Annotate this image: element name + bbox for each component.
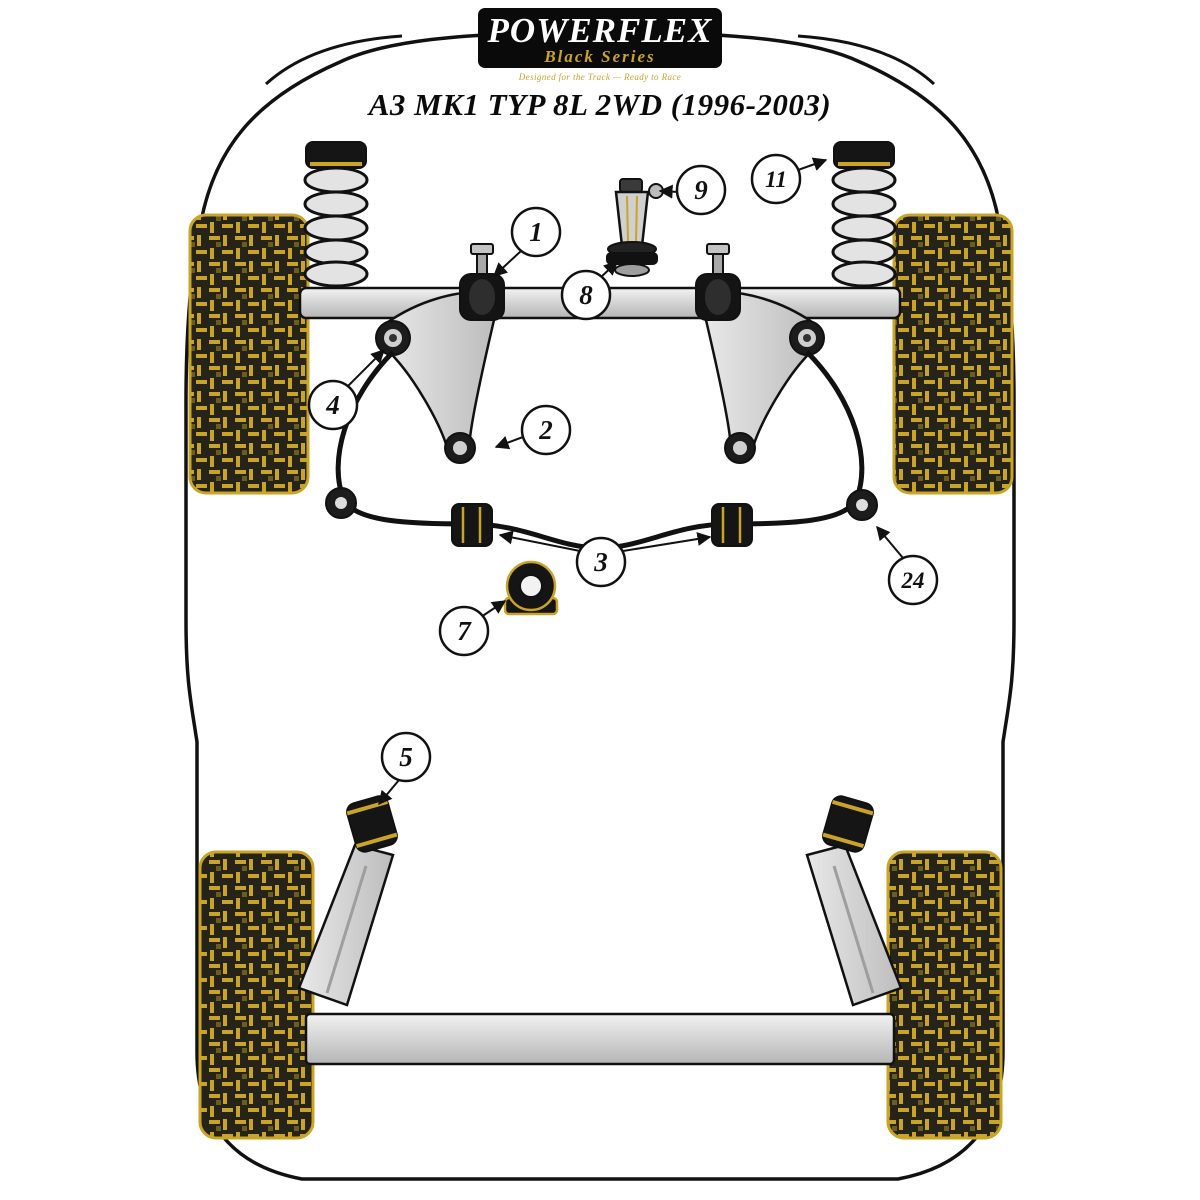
rack-clamp-bore [519, 574, 543, 598]
arrow-2 [494, 436, 524, 450]
arrow-1 [492, 250, 522, 277]
front-right-arm-front-bushing [695, 243, 741, 321]
spring-coil [831, 238, 897, 266]
trailing-arm [297, 843, 395, 1007]
logo-background [478, 8, 722, 68]
arb-left-link-bushing-inner [335, 497, 347, 509]
front-right-fender-line [797, 34, 936, 86]
rear-left-tire [198, 850, 315, 1140]
callout-3: 3 [575, 536, 627, 588]
rear-left-trailing-arm [297, 795, 398, 1007]
spring-coil [303, 260, 369, 288]
trailing-arm [805, 843, 903, 1007]
spring-coil [831, 214, 897, 242]
right-top-mount-bushing [833, 141, 895, 169]
arb-right-clamp-bushing [711, 503, 753, 547]
bushing-nut [470, 243, 494, 255]
arm-front-bushing-core [705, 279, 731, 315]
callout-11-label: 11 [765, 167, 787, 192]
front-right-tire [892, 213, 1014, 495]
spring-coil [303, 214, 369, 242]
front-right-spring [831, 141, 897, 288]
spring-coil [831, 166, 897, 194]
arrow-7 [480, 600, 507, 618]
bushing-nut [706, 243, 730, 255]
front-left-fender-line [264, 34, 403, 86]
front-left-arm-front-bushing [459, 243, 505, 321]
mount-top-cap [619, 178, 643, 193]
callout-7: 7 [438, 605, 490, 657]
rear-right-trailing-arm [805, 795, 903, 1007]
callout-3-label: 3 [593, 547, 608, 577]
callout-9-label: 9 [694, 175, 708, 205]
callout-5: 5 [380, 731, 432, 783]
logo-tagline-text: Designed for the Track — Ready to Race [518, 72, 681, 82]
powerflex-logo: POWERFLEX Black Series Designed for the … [478, 8, 722, 82]
callout-7-label: 7 [457, 616, 472, 646]
arrow-4 [346, 349, 385, 388]
callout-4: 4 [307, 379, 359, 431]
callout-24-label: 24 [901, 568, 925, 593]
mount-gold-stripe [626, 195, 629, 243]
callout-1-label: 1 [529, 217, 543, 247]
callout-11: 11 [750, 153, 802, 205]
spring-coil [303, 166, 369, 194]
logo-series-text: Black Series [543, 47, 655, 66]
rear-right-arm-bushing [822, 795, 874, 853]
callout-4-label: 4 [325, 390, 340, 420]
mount-base-bushing [606, 252, 658, 265]
arrow-24 [876, 525, 904, 559]
arm-front-bushing-core [469, 279, 495, 315]
spring-coil [303, 190, 369, 218]
arrow-5 [378, 779, 400, 806]
front-left-tire [188, 213, 310, 495]
left-top-mount-gold-line [310, 162, 362, 166]
mount-gold-stripe [635, 195, 638, 243]
rear-right-tire [886, 850, 1003, 1140]
front-left-wishbone [375, 290, 497, 464]
spring-coil [831, 190, 897, 218]
callout-arrows [346, 157, 904, 806]
callout-8: 8 [560, 269, 612, 321]
callout-9: 9 [675, 164, 727, 216]
callout-2-label: 2 [538, 415, 553, 445]
steering-rack-bushing [503, 560, 559, 616]
spring-coil [303, 238, 369, 266]
rear-left-arm-bushing [346, 795, 398, 853]
callout-8-label: 8 [579, 280, 593, 310]
logo-brand-text: POWERFLEX [487, 11, 714, 50]
arrow-11 [797, 157, 828, 171]
callout-1: 1 [510, 206, 562, 258]
arb-right-link-bushing-inner [856, 499, 868, 511]
trailing-arm-shading [832, 865, 875, 994]
rear-arm-bushing-bolt [389, 334, 397, 342]
callouts: 1 2 3 4 5 7 8 9 [307, 153, 939, 783]
arb-left-clamp-bushing [451, 503, 493, 547]
rear-arm-bushing-bolt [803, 334, 811, 342]
front-left-spring [303, 141, 369, 288]
callout-24: 24 [887, 554, 939, 606]
arrow-3-left [498, 530, 581, 552]
arrow-8 [599, 261, 619, 279]
arrow-3-right [622, 532, 712, 552]
callout-5-label: 5 [399, 742, 413, 772]
ball-joint-inner [733, 441, 747, 455]
spring-coil [831, 260, 897, 288]
front-right-wishbone [703, 290, 825, 464]
ball-joint-inner [453, 441, 467, 455]
right-top-mount-gold-line [838, 162, 890, 166]
tires [188, 213, 1014, 1140]
trailing-arm-shading [325, 865, 368, 994]
callout-2: 2 [520, 404, 572, 456]
left-top-mount-bushing [305, 141, 367, 169]
mount-body [614, 190, 650, 248]
rear-axle-beam [304, 1012, 896, 1066]
mount-lower-washer [614, 263, 650, 277]
page-title: A3 MK1 TYP 8L 2WD (1996-2003) [367, 87, 832, 122]
engine-mount [606, 178, 664, 277]
